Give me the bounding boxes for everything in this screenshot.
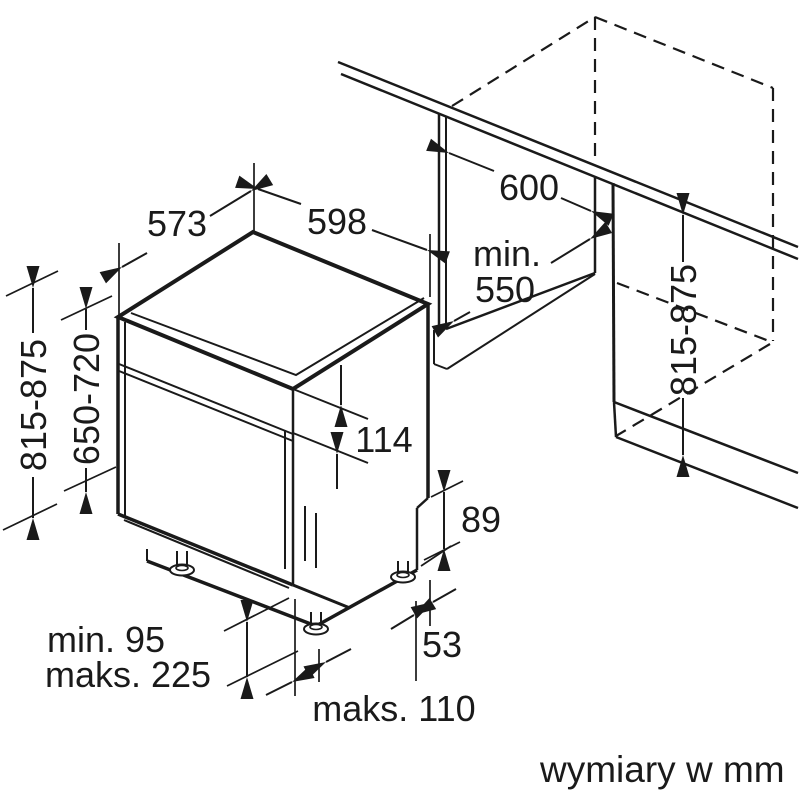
foot-front (303, 612, 329, 636)
units-caption: wymiary w mm (539, 749, 785, 790)
dim-label-niche-depth-min: min. (473, 233, 541, 274)
foot-left (169, 551, 195, 577)
dim-label-width: 598 (307, 201, 367, 242)
dimension-arrows (26, 138, 690, 699)
niche-right-panel (611, 182, 799, 510)
dim-label-height-left: 815-875 (13, 339, 54, 471)
dim-label-back-offset: 53 (422, 624, 462, 665)
dim-label-foot-max: maks. 225 (45, 654, 211, 695)
foot-right (390, 561, 416, 584)
dim-label-niche-width: 600 (499, 167, 559, 208)
niche-hidden-outline (451, 15, 775, 437)
dim-label-niche-depth-value: 550 (475, 269, 535, 310)
dimension-labels: 573 598 600 min. 550 114 89 53 min. 95 m… (13, 167, 704, 729)
dim-label-foot-min: min. 95 (47, 619, 165, 660)
dim-label-front-height: 650-720 (66, 333, 107, 465)
dim-label-plinth-recess: maks. 110 (312, 688, 475, 729)
dim-label-niche-height: 815-875 (663, 264, 704, 396)
dim-label-top-depth: 573 (147, 203, 207, 244)
dim-label-top-clearance: 114 (355, 419, 412, 460)
dim-label-back-recess: 89 (461, 499, 501, 540)
counter-worktop (337, 60, 799, 261)
